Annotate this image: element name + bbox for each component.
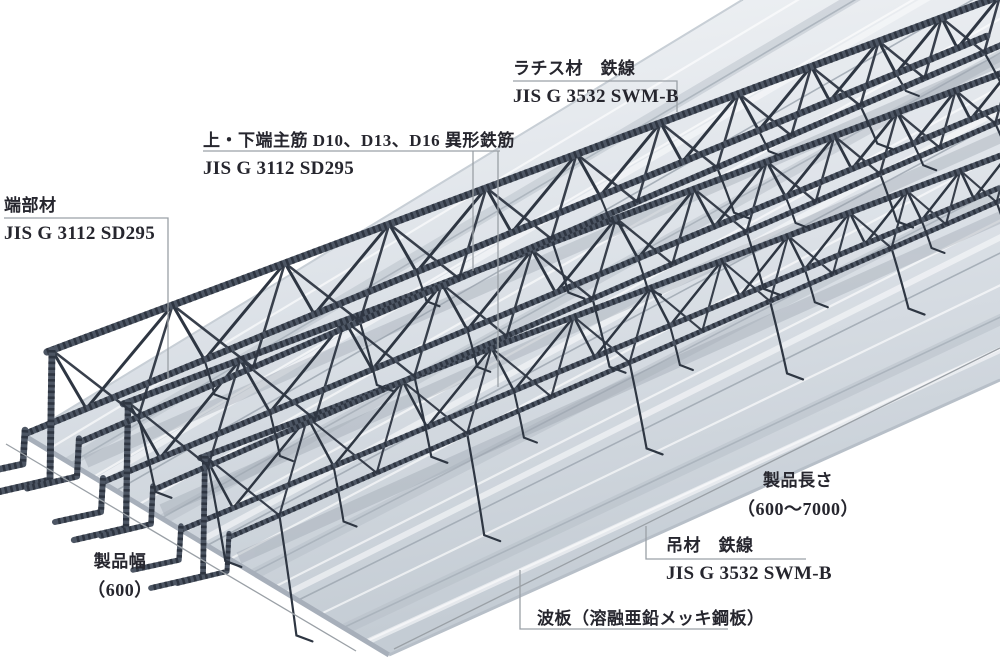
deck-plate-name: 波板（溶融亜鉛メッキ鋼板） bbox=[537, 609, 765, 628]
label-end-member: 端部材 JIS G 3112 SD295 bbox=[4, 191, 155, 245]
hanger-wires bbox=[137, 51, 1000, 499]
leader-lines bbox=[4, 80, 1000, 652]
hanger-name: 吊材 鉄線 bbox=[666, 536, 754, 555]
hanger-spec: JIS G 3532 SWM-B bbox=[666, 563, 832, 584]
truss-girder bbox=[130, 152, 1000, 643]
lattice-wire-back bbox=[127, 89, 1000, 468]
lattice-wire-back bbox=[51, 0, 1000, 419]
product-length-value: （600～7000） bbox=[737, 499, 859, 519]
hanger-wires bbox=[278, 201, 1000, 643]
label-lattice-material: ラチス材 鉄線 JIS G 3532 SWM-B bbox=[513, 54, 679, 108]
truss-girder bbox=[52, 70, 1000, 569]
main-bars-name: 上・下端主筋 D10、D13、D16 異形鉄筋 bbox=[203, 131, 515, 150]
end-member-hooks bbox=[130, 453, 232, 591]
lattice-material-name: ラチス材 鉄線 bbox=[513, 59, 636, 78]
end-member-spec: JIS G 3112 SD295 bbox=[4, 223, 156, 244]
label-main-bars: 上・下端主筋 D10、D13、D16 異形鉄筋 JIS G 3112 SD295 bbox=[203, 126, 515, 180]
label-hanger: 吊材 鉄線 JIS G 3532 SWM-B bbox=[666, 531, 832, 585]
product-width-name: 製品幅 bbox=[93, 552, 147, 571]
label-deck-plate: 波板（溶融亜鉛メッキ鋼板） bbox=[537, 604, 765, 629]
end-member-hooks bbox=[0, 346, 83, 496]
main-bars-spec: JIS G 3112 SD295 bbox=[203, 158, 355, 179]
truss-girder bbox=[0, 0, 1000, 499]
label-product-length: 製品長さ （600～7000） bbox=[703, 466, 893, 521]
product-length-name: 製品長さ bbox=[763, 471, 833, 490]
lattice-material-spec: JIS G 3532 SWM-B bbox=[513, 86, 679, 107]
end-member-name: 端部材 bbox=[4, 196, 57, 215]
hanger-wires bbox=[207, 122, 1000, 569]
lattice-wire-back bbox=[204, 169, 1000, 517]
product-width-value: （600） bbox=[87, 580, 153, 600]
label-product-width: 製品幅 （600） bbox=[60, 547, 180, 602]
end-member-hooks bbox=[52, 398, 156, 544]
plate-corrugation-ribs bbox=[25, 0, 1000, 655]
